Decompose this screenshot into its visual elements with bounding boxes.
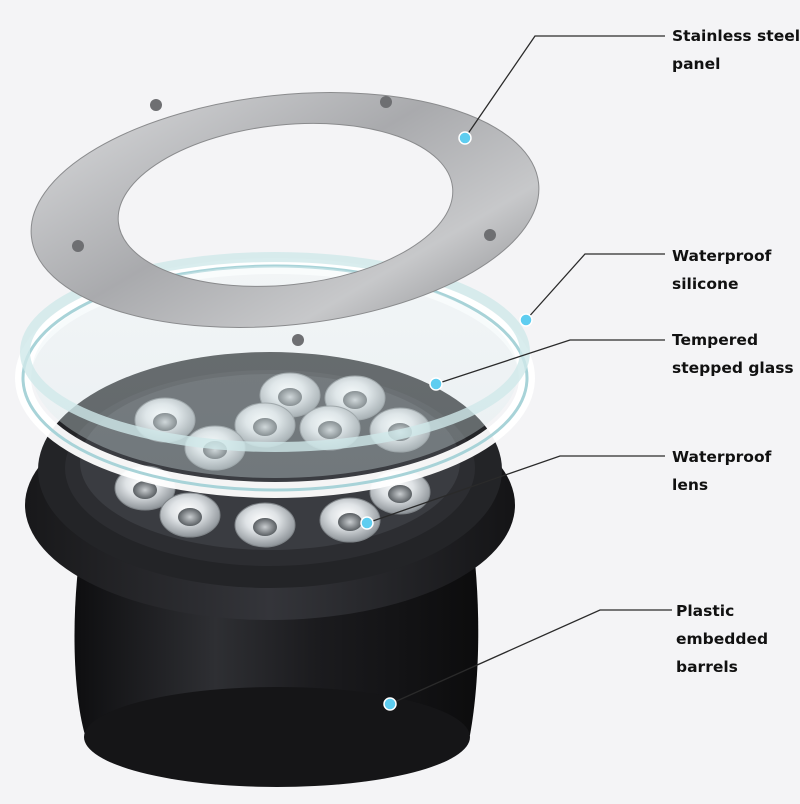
callout-dot-tempered-stepped-glass <box>429 377 443 391</box>
label-stainless-steel-panel: Stainless steel panel <box>672 27 800 73</box>
callout-dot-waterproof-silicone <box>519 313 533 327</box>
label-tempered-stepped-glass: Tempered stepped glass <box>672 331 794 377</box>
led-lens <box>234 502 296 548</box>
callout-dot-plastic-embedded-barrels <box>383 697 397 711</box>
leader-line-stainless-steel-panel <box>464 35 665 139</box>
led-lens <box>159 492 221 538</box>
label-waterproof-lens: Waterproof lens <box>672 448 772 494</box>
leader-line-waterproof-lens <box>366 455 665 524</box>
stainless-steel-ring <box>30 92 540 346</box>
callout-dot-waterproof-lens <box>360 516 374 530</box>
callout-leaders <box>360 35 672 711</box>
leader-line-tempered-stepped-glass <box>435 339 665 385</box>
label-plastic-embedded-barrels: Plastic embedded barrels <box>676 602 769 676</box>
callout-dot-stainless-steel-panel <box>458 131 472 145</box>
leader-line-waterproof-silicone <box>525 253 665 321</box>
led-lens <box>319 497 381 543</box>
label-waterproof-silicone: Waterproof silicone <box>672 247 772 293</box>
leader-line-plastic-embedded-barrels <box>389 609 672 705</box>
